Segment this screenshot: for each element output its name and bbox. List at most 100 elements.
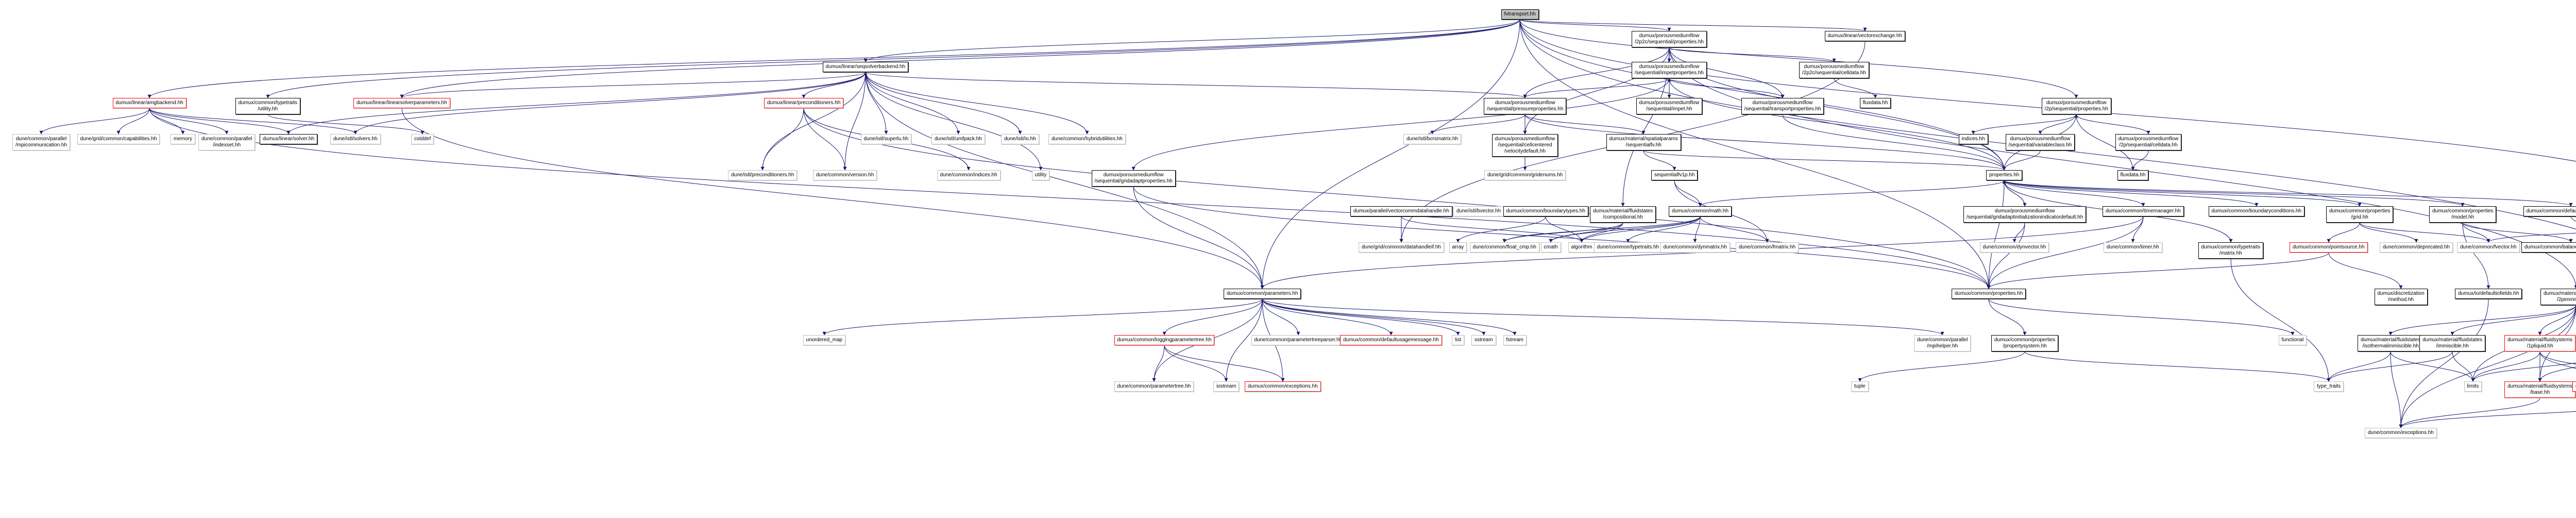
graph-node-indices[interactable]: indices.hh bbox=[1958, 134, 1988, 144]
graph-node-pmodel[interactable]: dumux/common/properties /model.hh bbox=[2429, 206, 2497, 223]
graph-node-list[interactable]: list bbox=[1452, 335, 1465, 345]
graph-node-timer[interactable]: dune/common/timer.hh bbox=[2104, 242, 2162, 253]
graph-node-logpt[interactable]: dumux/common/loggingparametertree.hh bbox=[1114, 335, 1215, 345]
graph-node-dfields[interactable]: dumux/io/defaultiofields.hh bbox=[2455, 289, 2522, 299]
graph-node-impetprop[interactable]: dumux/porousmediumflow /sequential/impet… bbox=[1632, 62, 1707, 78]
graph-node-beo[interactable]: dumux/common/balanceequationopts.hh bbox=[2521, 242, 2576, 253]
graph-node-utility[interactable]: utility bbox=[1031, 170, 1050, 180]
graph-node-fluxdata[interactable]: fluxdata.hh bbox=[2117, 170, 2149, 180]
graph-node-istlprec[interactable]: dune/istl/preconditioners.hh bbox=[728, 170, 798, 180]
graph-node-gridadapt[interactable]: dumux/porousmediumflow /sequential/grida… bbox=[1091, 170, 1176, 187]
graph-node-sfv1p[interactable]: sequentialfv1p.hh bbox=[1651, 170, 1698, 180]
graph-node-impet[interactable]: dumux/porousmediumflow /sequential/impet… bbox=[1636, 98, 1703, 114]
graph-node-typetraitsd[interactable]: dune/common/typetraits.hh bbox=[1594, 242, 1663, 253]
graph-node-bndcond[interactable]: dumux/common/boundaryconditions.hh bbox=[2208, 206, 2305, 216]
graph-node-algorithm[interactable]: algorithm bbox=[1568, 242, 1596, 253]
graph-node-bndtypes[interactable]: dumux/common/boundarytypes.hh bbox=[1503, 206, 1588, 216]
graph-node-method[interactable]: dumux/discretization /method.hh bbox=[2374, 289, 2428, 305]
graph-node-limits[interactable]: limits bbox=[2464, 381, 2482, 392]
graph-node-timemgr[interactable]: dumux/common/timemanager.hh bbox=[2103, 206, 2184, 216]
edge-ttmatrix-to-typetraits bbox=[2230, 258, 2331, 382]
graph-node-bcrs[interactable]: dune/istl/bcrsmatrix.hh bbox=[1403, 134, 1462, 144]
graph-node-dum[interactable]: dumux/common/defaultusagemessage.hh bbox=[1340, 335, 1442, 345]
graph-node-functional[interactable]: functional bbox=[2278, 335, 2307, 345]
graph-node-vcdh[interactable]: dumux/parallel/vectorcommdatahandle.hh bbox=[1350, 206, 1452, 216]
graph-node-dmt[interactable]: dumux/common/defaultmappertraits.hh bbox=[2523, 206, 2576, 216]
graph-node-immfs[interactable]: dumux/material/fluidstates /immiscible.h… bbox=[2419, 335, 2486, 352]
graph-node-gridenums[interactable]: dune/grid/common/gridenums.hh bbox=[1484, 170, 1566, 180]
graph-node-indicesd[interactable]: dune/common/indices.hh bbox=[937, 170, 1001, 180]
graph-node-root[interactable]: fvtransport.hh bbox=[1501, 9, 1539, 20]
graph-node-fvector[interactable]: dune/common/fvector.hh bbox=[2457, 242, 2520, 253]
graph-node-indexset[interactable]: dune/common/parallel /indexset.hh bbox=[198, 134, 256, 151]
graph-node-dexc[interactable]: dumux/common/exceptions.hh bbox=[1245, 381, 1321, 392]
graph-node-istlio[interactable]: dune/istl/io.hh bbox=[1001, 134, 1039, 144]
graph-node-ttmatrix[interactable]: dumux/common/typetraits /matrix.hh bbox=[2198, 242, 2263, 259]
graph-node-ptparser[interactable]: dune/common/parametertreeparser.hh bbox=[1251, 335, 1346, 345]
graph-node-precond[interactable]: dumux/linear/preconditioners.hh bbox=[764, 98, 844, 108]
graph-node-varclass[interactable]: dumux/porousmediumflow /sequential/varia… bbox=[2005, 134, 2075, 151]
graph-node-fstream[interactable]: fstream bbox=[1503, 335, 1527, 345]
graph-node-typetraits[interactable]: type_traits bbox=[2314, 381, 2344, 392]
graph-node-p2c[interactable]: dumux/porousmediumflow /2p2c/sequential/… bbox=[1632, 31, 1707, 47]
graph-node-ptree[interactable]: dune/common/parametertree.hh bbox=[1114, 381, 1194, 392]
graph-node-dynmatrix[interactable]: dune/common/dynmatrix.hh bbox=[1660, 242, 1730, 253]
edge-cflash-to-fvector bbox=[2486, 232, 2576, 243]
graph-node-pgrid[interactable]: dumux/common/properties /grid.hh bbox=[2326, 206, 2394, 223]
graph-node-mpihelper[interactable]: dune/common/parallel /mpihelper.hh bbox=[1914, 335, 1971, 352]
graph-node-memory[interactable]: memory bbox=[171, 134, 196, 144]
graph-node-dynvector[interactable]: dune/common/dynvector.hh bbox=[1979, 242, 2049, 253]
graph-node-transprop[interactable]: dumux/porousmediumflow /sequential/trans… bbox=[1741, 98, 1824, 114]
graph-node-umfpack[interactable]: dune/istl/umfpack.hh bbox=[931, 134, 985, 144]
graph-node-pointsrc[interactable]: dumux/common/pointsource.hh bbox=[2290, 242, 2368, 253]
graph-node-mpicomm[interactable]: dune/common/parallel /mpicommunication.h… bbox=[12, 134, 71, 151]
graph-node-fsbase[interactable]: dumux/material/fluidsystems /base.hh bbox=[2504, 381, 2576, 398]
graph-node-compfs[interactable]: dumux/material/fluidstates /compositiona… bbox=[1590, 206, 1656, 223]
graph-node-propsys[interactable]: dumux/common/properties /propertysystem.… bbox=[1991, 335, 2059, 352]
graph-node-vecx[interactable]: dumux/linear/vectorexchange.hh bbox=[1824, 31, 1906, 41]
graph-node-sstream[interactable]: sstream bbox=[1471, 335, 1496, 345]
graph-node-superlu[interactable]: dune/istl/superlu.hh bbox=[860, 134, 912, 144]
edge-liquid-to-cassert bbox=[2539, 351, 2576, 365]
graph-node-seqsolver[interactable]: dumux/linear/seqsolverbackend.hh bbox=[822, 62, 909, 72]
graph-node-capab[interactable]: dune/grid/common/capabilities.hh bbox=[77, 134, 160, 144]
graph-node-solver[interactable]: dumux/linear/solver.hh bbox=[260, 134, 318, 144]
graph-node-bvector[interactable]: dune/istl/bvector.hh bbox=[1453, 206, 1504, 216]
graph-node-f2pimm[interactable]: dumux/material/fluidsystems /2pimmiscibl… bbox=[2540, 289, 2576, 305]
edge-p2c-to-f2pimm bbox=[1669, 47, 2576, 289]
graph-node-name[interactable]: dumux/io/name.hh bbox=[2572, 381, 2576, 392]
graph-node-unordmap[interactable]: unordered_map bbox=[803, 335, 846, 345]
graph-node-gaiid[interactable]: dumux/porousmediumflow /sequential/grida… bbox=[1963, 206, 2087, 223]
graph-node-fmatrix[interactable]: dune/common/fmatrix.hh bbox=[1736, 242, 1799, 253]
graph-node-props[interactable]: properties.hh bbox=[1986, 170, 2023, 180]
graph-node-p2p[interactable]: dumux/porousmediumflow /2p/sequential/pr… bbox=[2041, 98, 2111, 114]
graph-node-amg[interactable]: dumux/linear/amgbackend.hh bbox=[112, 98, 187, 108]
graph-node-hybrid[interactable]: dune/common/hybridutilities.hh bbox=[1048, 134, 1126, 144]
graph-node-dhif[interactable]: dune/grid/common/datahandleif.hh bbox=[1359, 242, 1444, 253]
edge-liquid-to-limits bbox=[2471, 351, 2540, 382]
graph-node-c2p[interactable]: dumux/porousmediumflow /2p/sequential/ce… bbox=[2115, 134, 2182, 151]
graph-node-utility_tt[interactable]: dumux/common/typetraits /utility.hh bbox=[235, 98, 300, 114]
graph-node-duneexc[interactable]: dune/common/exceptions.hh bbox=[2365, 428, 2437, 438]
graph-node-cstddef[interactable]: cstddef bbox=[411, 134, 434, 144]
graph-node-isothimm[interactable]: dumux/material/fluidstates /isothermalim… bbox=[2358, 335, 2424, 352]
graph-node-math[interactable]: dumux/common/math.hh bbox=[1669, 206, 1732, 216]
graph-node-iostream[interactable]: iostream bbox=[1213, 381, 1240, 392]
graph-node-cprops[interactable]: dumux/common/properties.hh bbox=[1952, 289, 2026, 299]
graph-node-veldef[interactable]: dumux/porousmediumflow /sequential/cellc… bbox=[1492, 134, 1558, 157]
graph-node-fluxdata2[interactable]: fluxdata.hh bbox=[1859, 98, 1891, 108]
graph-node-tuple[interactable]: tuple bbox=[1851, 381, 1869, 392]
graph-node-floatcmp[interactable]: dune/common/float_cmp.hh bbox=[1469, 242, 1539, 253]
edge-amg-to-solver bbox=[149, 108, 291, 135]
graph-node-pressprop[interactable]: dumux/porousmediumflow /sequential/press… bbox=[1484, 98, 1567, 114]
graph-node-params[interactable]: dumux/common/parameters.hh bbox=[1224, 289, 1301, 299]
graph-node-liquid[interactable]: dumux/material/fluidsystems /1pliquid.hh bbox=[2504, 335, 2576, 352]
graph-node-deprecated[interactable]: dune/common/deprecated.hh bbox=[2380, 242, 2453, 253]
graph-node-lsp[interactable]: dumux/linear/linearsolverparameters.hh bbox=[353, 98, 450, 108]
graph-node-spatial[interactable]: dumux/material/spatialparams /sequential… bbox=[1606, 134, 1681, 151]
graph-node-version[interactable]: dune/common/version.hh bbox=[813, 170, 877, 180]
graph-node-cmath[interactable]: cmath bbox=[1540, 242, 1561, 253]
graph-node-c2p2c[interactable]: dumux/porousmediumflow /2p2c/sequential/… bbox=[1799, 62, 1869, 78]
graph-node-solvers[interactable]: dune/istl/solvers.hh bbox=[330, 134, 381, 144]
graph-node-array[interactable]: array bbox=[1449, 242, 1467, 253]
